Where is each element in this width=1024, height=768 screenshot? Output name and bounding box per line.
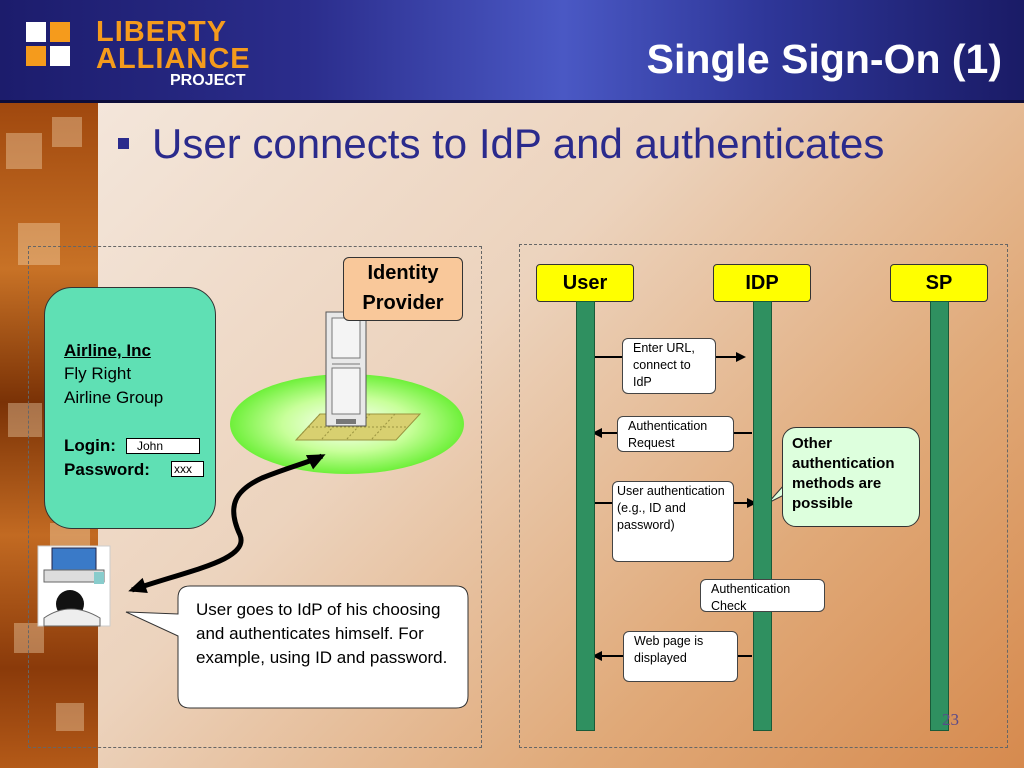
slide-title: Single Sign-On (1)	[646, 36, 1002, 82]
actor-idp: IDP	[713, 264, 811, 302]
message-authentication-check: Authentication Check	[700, 579, 825, 613]
airline-name: Airline, Inc	[64, 341, 151, 360]
user-to-idp-arrow	[128, 453, 326, 594]
liberty-alliance-logo: LIBERTY ALLIANCE PROJECT	[20, 16, 260, 94]
airline-line-1: Fly Right	[64, 364, 132, 383]
airline-line-2: Airline Group	[64, 388, 164, 407]
identity-provider-line-1: Identity	[367, 262, 439, 284]
logo-text-liberty: LIBERTY	[96, 16, 228, 48]
user-at-computer-icon	[37, 545, 111, 627]
lifeline-user	[576, 301, 595, 731]
lifeline-sp	[930, 301, 949, 731]
sequence-panel	[519, 244, 1008, 748]
callout-text: User goes to IdP of his choosing and aut…	[196, 600, 448, 667]
airline-login-card	[44, 287, 216, 529]
header-divider	[0, 100, 1024, 103]
message-user-authentication: User authentication (e.g., ID and passwo…	[612, 481, 734, 562]
note-other-methods: Other authentication methods are possibl…	[782, 427, 920, 527]
identity-provider-line-2: Provider	[362, 292, 444, 314]
logo-square-orange-2	[26, 46, 46, 66]
logo-text-alliance: ALLIANCE	[96, 43, 251, 75]
message-enter-url: Enter URL, connect to IdP	[622, 338, 716, 394]
lifeline-idp	[753, 301, 772, 731]
server-icon	[325, 311, 367, 427]
password-label: Password:	[64, 460, 150, 479]
slide-number: 23	[942, 710, 959, 729]
logo-square-white-1	[26, 22, 46, 42]
bullet-text: User connects to IdP and authenticates	[152, 120, 885, 167]
logo-square-white-2	[50, 46, 70, 66]
message-authentication-request: Authentication Request	[617, 416, 734, 452]
logo-text-project: PROJECT	[170, 72, 246, 89]
callout-bubble	[125, 585, 469, 709]
logo-square-orange-1	[50, 22, 70, 42]
identity-provider-label: Identity Provider	[343, 257, 463, 321]
login-field[interactable]: John	[126, 438, 200, 454]
bullet-marker	[118, 138, 129, 149]
slide-header: LIBERTY ALLIANCE PROJECT Single Sign-On …	[0, 0, 1024, 103]
password-field[interactable]: xxx	[171, 461, 204, 477]
scenario-panel	[28, 246, 482, 748]
login-label: Login:	[64, 436, 116, 455]
message-web-page-displayed: Web page is displayed	[623, 631, 738, 682]
actor-sp: SP	[890, 264, 988, 302]
actor-user: User	[536, 264, 634, 302]
